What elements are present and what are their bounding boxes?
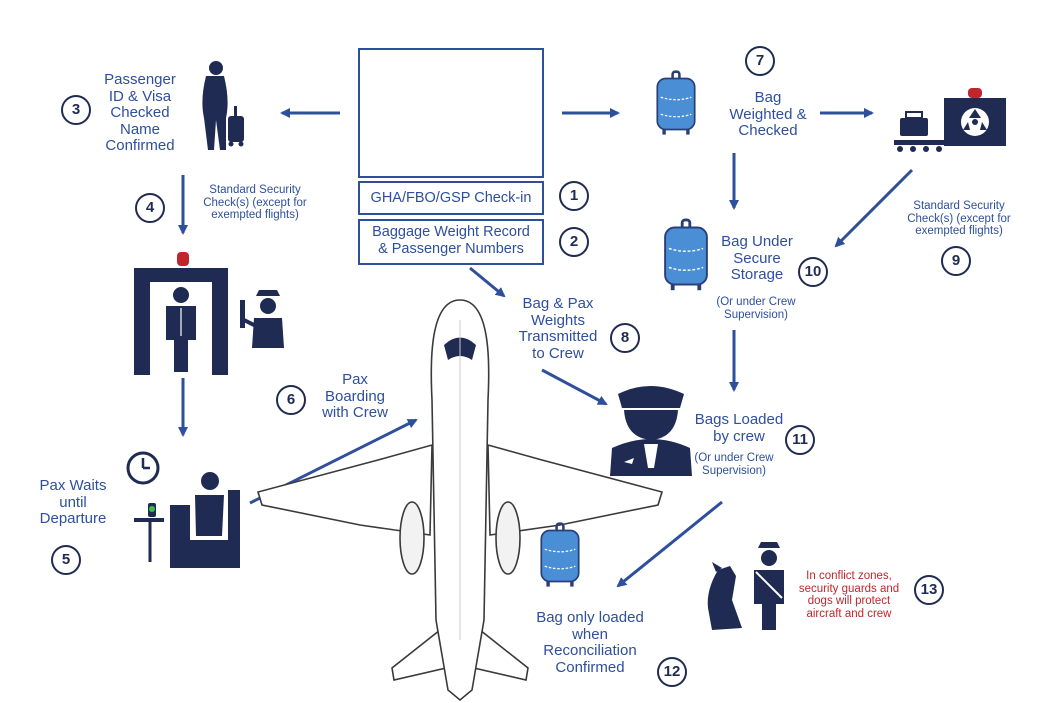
step-number-12: 12 <box>657 657 687 687</box>
step-number-10: 10 <box>798 257 828 287</box>
checkin-label-box <box>358 181 544 215</box>
traveler-icon <box>202 61 244 150</box>
step-number-5: 5 <box>51 545 81 575</box>
suitcase-icon <box>663 218 709 292</box>
step-number-2: 2 <box>559 227 589 257</box>
step-number-4: 4 <box>135 193 165 223</box>
suitcase-icon <box>540 522 580 588</box>
step-1-label: GHA/FBO/GSP Check-in <box>370 190 532 206</box>
step-number-13: 13 <box>914 575 944 605</box>
step-number-7: 7 <box>745 46 775 76</box>
suitcase-icon <box>656 70 696 136</box>
baggage-record-box <box>358 219 544 265</box>
pilot-icon <box>610 386 692 476</box>
metal-detector-icon <box>134 252 228 375</box>
step-number-1: 1 <box>559 181 589 211</box>
security-scanner-icon <box>894 88 1006 152</box>
step-2-line: Baggage Weight Record <box>372 224 530 240</box>
checkin-image-box <box>358 48 544 178</box>
clock-icon <box>126 451 160 485</box>
step-2-line: & Passenger Numbers <box>378 240 524 257</box>
guard-icon <box>754 542 784 630</box>
step-number-6: 6 <box>276 385 306 415</box>
lounge-chair-icon <box>134 472 240 568</box>
security-officer-icon <box>240 290 284 348</box>
step-number-3: 3 <box>61 95 91 125</box>
step-number-8: 8 <box>610 323 640 353</box>
dog-icon <box>707 562 742 630</box>
step-number-11: 11 <box>785 425 815 455</box>
step-number-9: 9 <box>941 246 971 276</box>
airplane-icon <box>256 299 664 702</box>
step-2-label: Baggage Weight Record & Passenger Number… <box>358 224 544 257</box>
